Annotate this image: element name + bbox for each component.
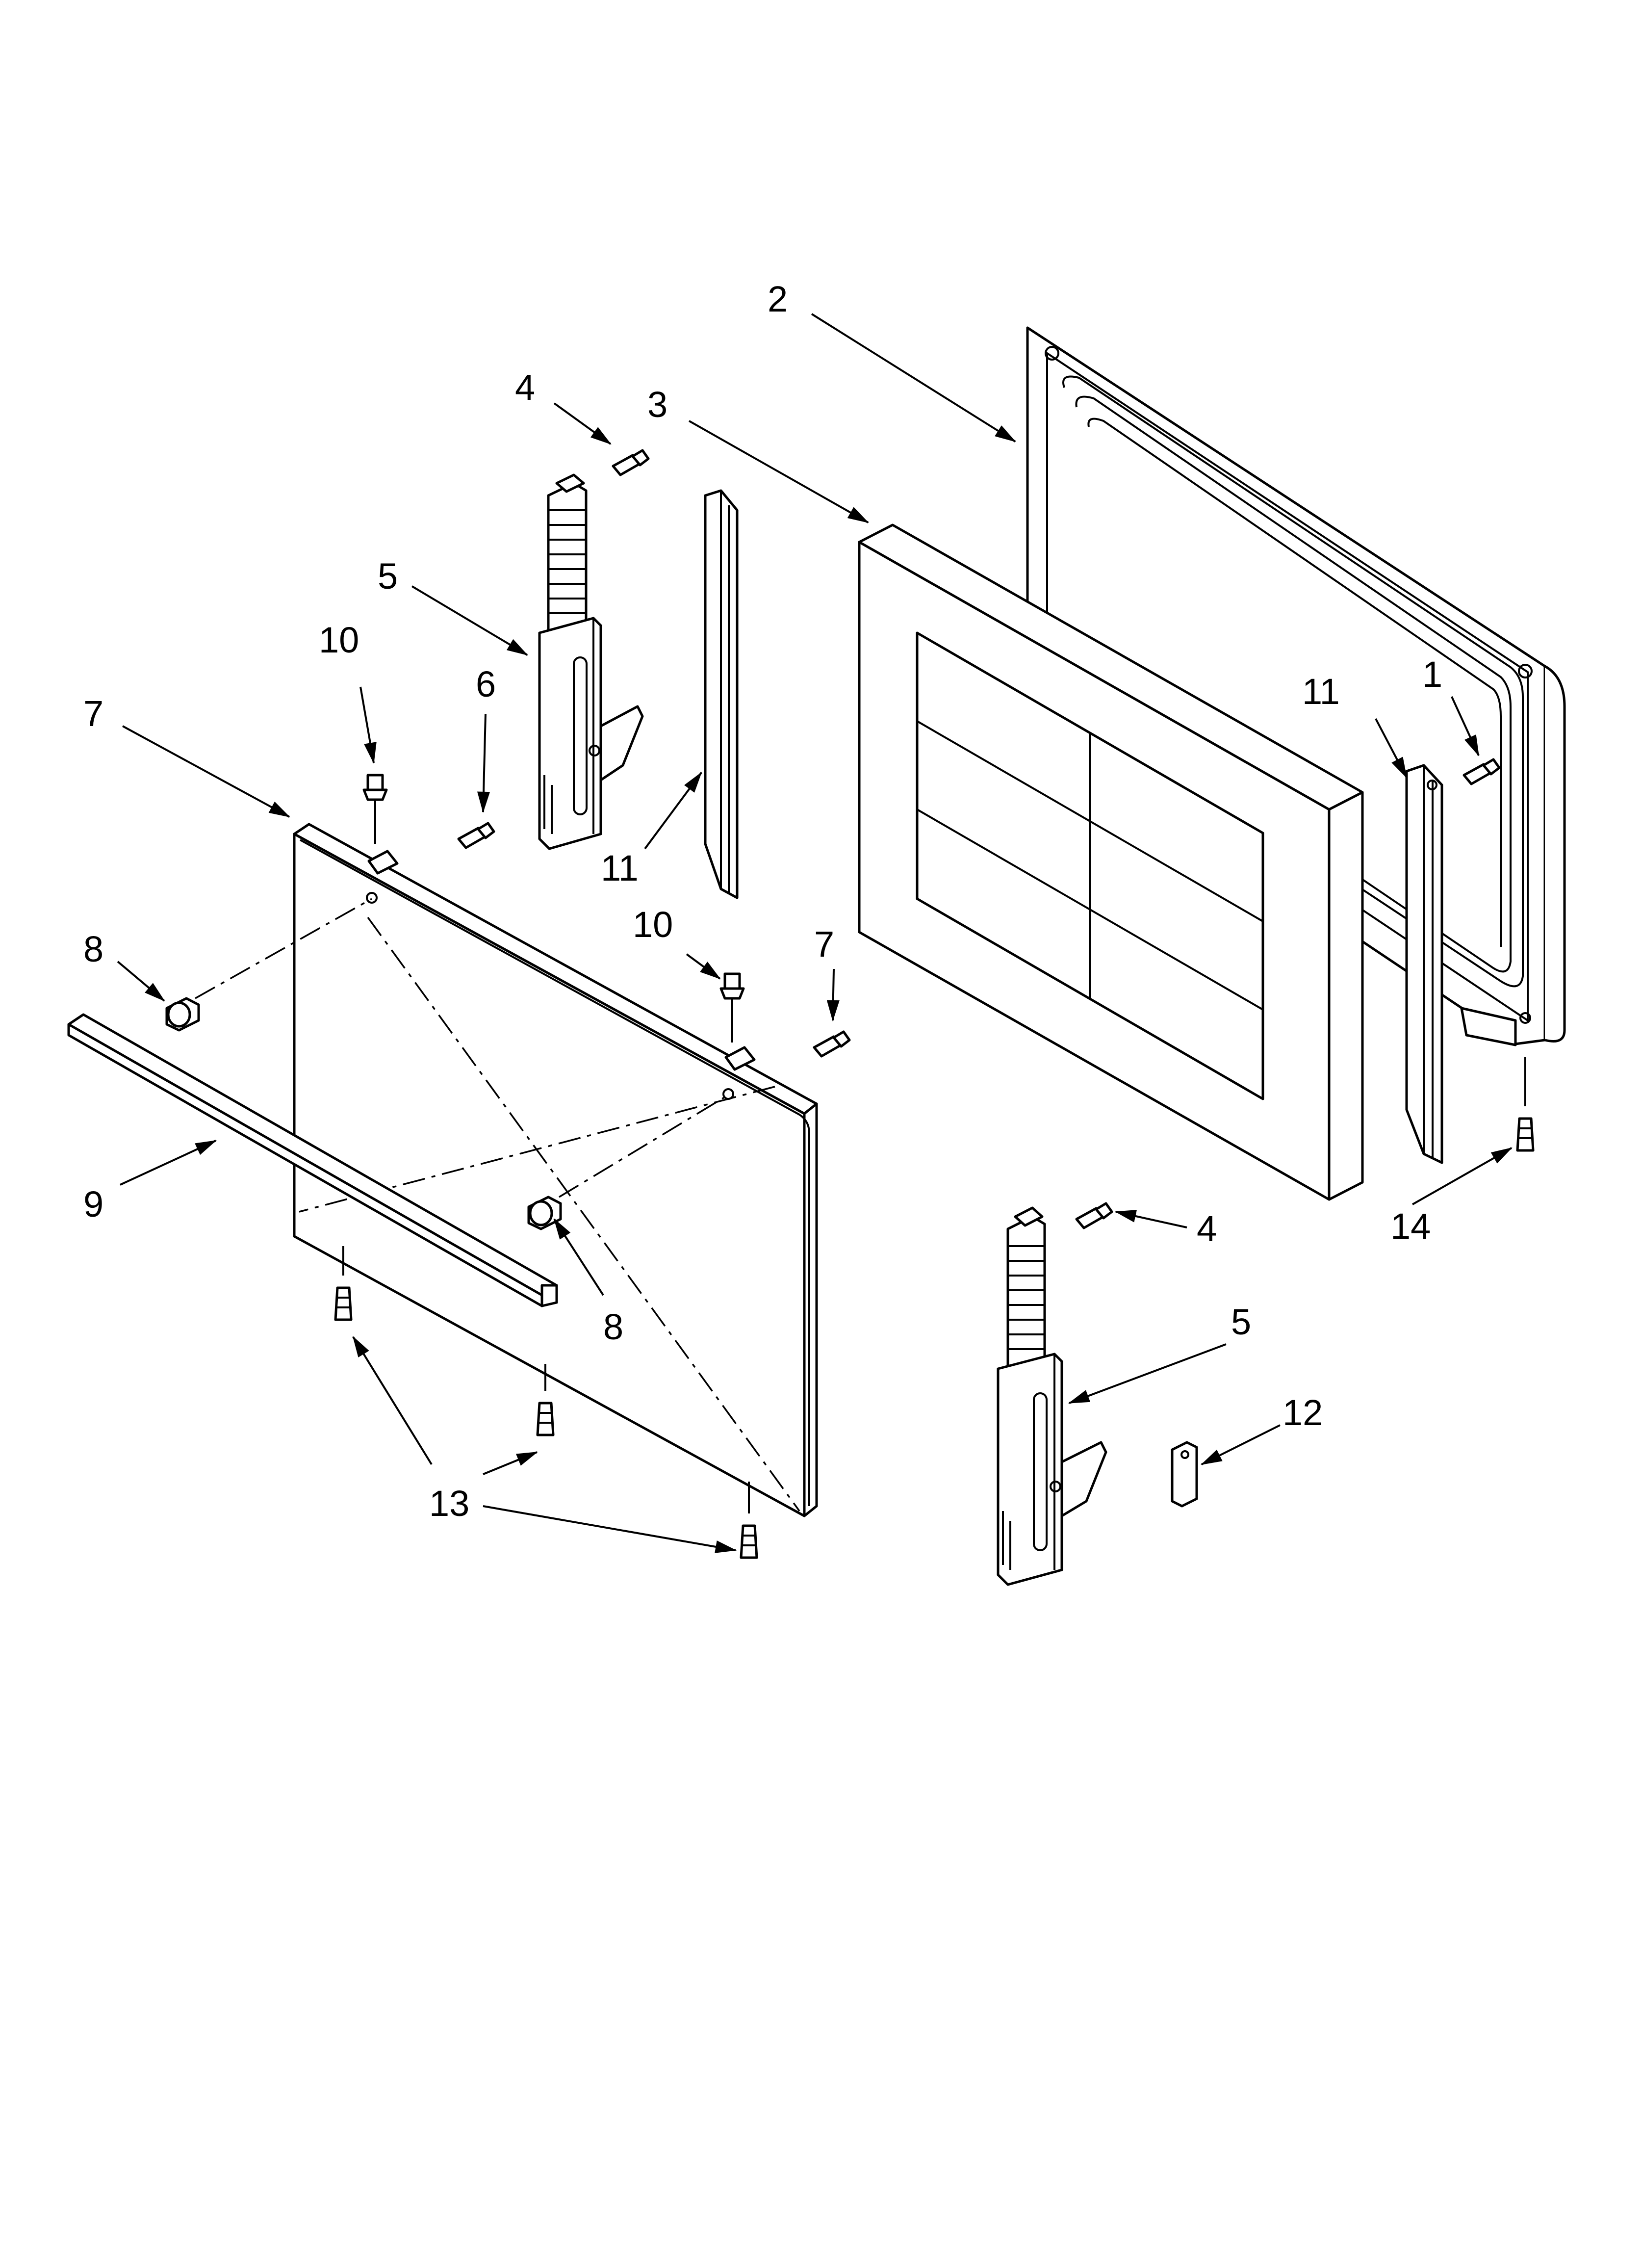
screw-part-10-left <box>362 774 388 844</box>
outer-door-panel <box>293 823 818 1517</box>
leader-lines <box>117 313 1513 1553</box>
callout-7: 7 <box>814 924 834 965</box>
door-hinge-lower <box>997 1206 1107 1586</box>
screw-part-6 <box>457 822 495 849</box>
callout-13: 13 <box>429 1483 469 1524</box>
callout-10: 10 <box>319 620 359 660</box>
door-glass-frame <box>858 523 1364 1201</box>
screw-part-13-middle <box>536 1364 555 1436</box>
screw-part-7-right <box>813 1030 851 1058</box>
callout-8: 8 <box>603 1306 623 1347</box>
spacer-left <box>165 898 372 1032</box>
callout-9: 9 <box>83 1184 103 1225</box>
callout-4: 4 <box>1197 1208 1217 1249</box>
door-hinge-upper <box>538 473 644 850</box>
callout-5: 5 <box>378 556 398 597</box>
screw-part-10-right <box>719 972 745 1043</box>
callout-11: 11 <box>601 848 639 888</box>
callout-14: 14 <box>1390 1206 1431 1247</box>
callout-6: 6 <box>476 664 496 704</box>
callout-4: 4 <box>515 367 535 408</box>
hinge-clip <box>1171 1441 1198 1508</box>
screw-part-13-left <box>334 1246 353 1321</box>
callout-8: 8 <box>83 929 103 969</box>
callout-3: 3 <box>647 384 667 425</box>
door-side-trim-right <box>1405 764 1443 1164</box>
door-handle-trim <box>67 1013 558 1307</box>
callout-12: 12 <box>1283 1392 1323 1433</box>
callout-5: 5 <box>1231 1302 1251 1342</box>
screw-part-13-right <box>740 1482 758 1559</box>
spacer-right <box>527 1094 729 1230</box>
screw-part-14 <box>1516 1057 1535 1152</box>
screw-part-1 <box>1462 758 1501 785</box>
callout-11: 11 <box>1302 671 1340 712</box>
callout-labels: 1 2 3 4 4 5 5 6 7 7 8 8 9 10 10 11 11 12… <box>83 279 1442 1524</box>
callout-10: 10 <box>633 904 673 945</box>
screw-part-4-lower <box>1075 1202 1113 1229</box>
callout-2: 2 <box>768 279 788 319</box>
callout-1: 1 <box>1422 654 1442 695</box>
callout-7: 7 <box>83 693 103 734</box>
door-side-trim-left <box>704 489 739 899</box>
screw-part-4-upper <box>612 449 650 476</box>
